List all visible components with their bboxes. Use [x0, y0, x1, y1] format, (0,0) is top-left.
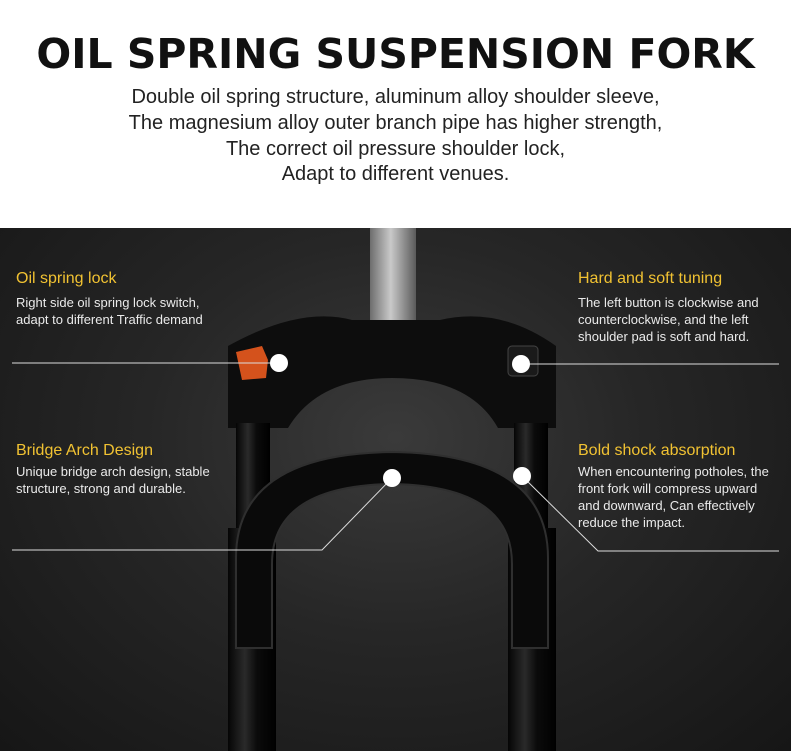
subtitle-line-3: The correct oil pressure shoulder lock,	[225, 138, 566, 160]
oil-spring-lock-line-1: Right side oil spring lock switch,	[16, 295, 200, 310]
bridge-arch-line-1: Unique bridge arch design, stable	[16, 464, 210, 479]
oil-spring-lock-title: Oil spring lock	[16, 270, 117, 287]
header-section: OIL SPRING SUSPENSION FORK Double oil sp…	[0, 0, 791, 228]
page-title: OIL SPRING SUSPENSION FORK	[36, 30, 755, 78]
oil-spring-lock-line-2: adapt to different Traffic demand	[16, 312, 203, 327]
hard-soft-tuning-line-2: counterclockwise, and the left	[578, 312, 749, 327]
hard-soft-tuning-line-1: The left button is clockwise and	[578, 295, 759, 310]
hard-soft-tuning-title: Hard and soft tuning	[578, 270, 723, 287]
bold-shock-line-4: reduce the impact.	[578, 515, 685, 530]
bridge-arch-line-2: structure, strong and durable.	[16, 481, 186, 496]
bold-shock-line-3: and downward, Can effectively	[578, 498, 755, 513]
hotspot-bridge-arch	[383, 469, 401, 487]
hotspot-hard-soft-tuning	[512, 355, 530, 373]
bold-shock-line-1: When encountering potholes, the	[578, 464, 769, 479]
oil-spring-lock-text: Right side oil spring lock switch, adapt…	[16, 294, 203, 328]
bridge-arch-text: Unique bridge arch design, stable struct…	[16, 463, 210, 497]
subtitle-line-1: Double oil spring structure, aluminum al…	[131, 86, 660, 108]
fork-illustration	[12, 228, 779, 751]
subtitle-line-4: Adapt to different venues.	[281, 163, 510, 185]
bold-shock-title: Bold shock absorption	[578, 442, 736, 459]
bold-shock-text: When encountering potholes, the front fo…	[578, 463, 769, 531]
bridge-arch	[235, 450, 549, 649]
hotspot-oil-spring-lock	[270, 354, 288, 372]
bold-shock-line-2: front fork will compress upward	[578, 481, 758, 496]
hard-soft-tuning-line-3: shoulder pad is soft and hard.	[578, 329, 750, 344]
hotspot-bold-shock	[513, 467, 531, 485]
hard-soft-tuning-text: The left button is clockwise and counter…	[578, 294, 759, 345]
subtitle-line-2: The magnesium alloy outer branch pipe ha…	[128, 112, 663, 134]
fork-crown	[228, 316, 556, 428]
product-photo-panel: Oil spring lock Right side oil spring lo…	[0, 228, 791, 751]
steerer-tube	[370, 228, 416, 328]
annotation-lines	[12, 362, 779, 552]
bridge-arch-title: Bridge Arch Design	[16, 442, 153, 459]
